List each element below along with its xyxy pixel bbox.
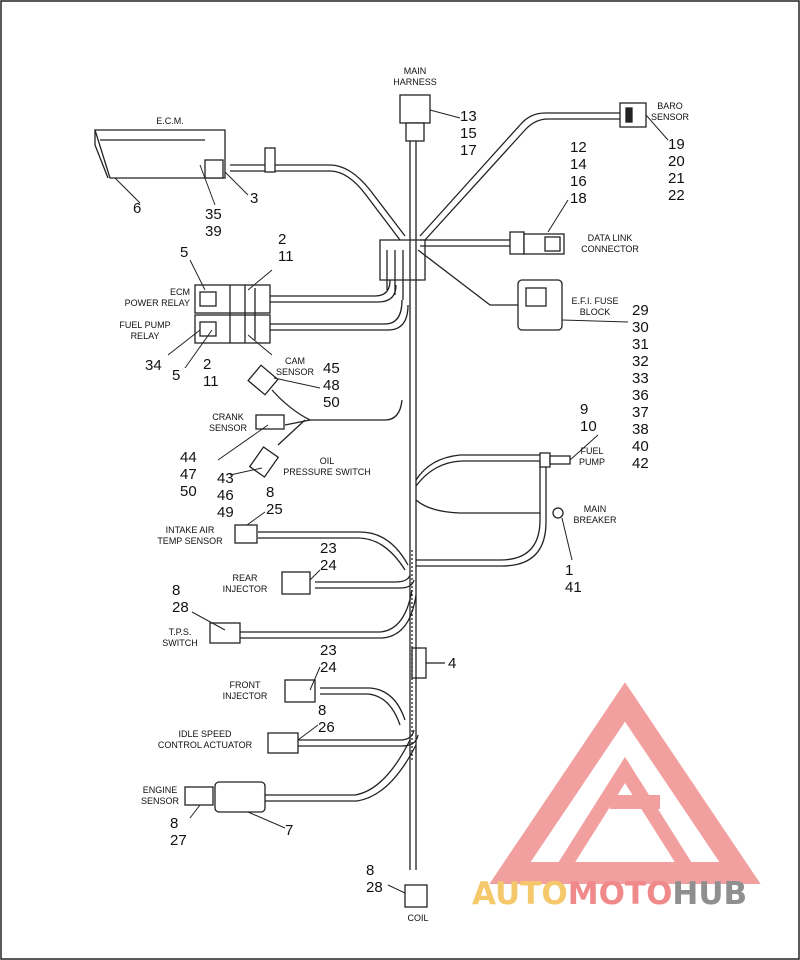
watermark-text: AUTOMOTOHUB: [472, 876, 747, 912]
callout-ecm-conn-b: 3: [250, 190, 259, 207]
callout-engine-sensor-body: 7: [285, 822, 294, 839]
tps-switch-label: T.P.S.SWITCH: [162, 627, 198, 648]
watermark-hub: HUB: [672, 876, 748, 912]
watermark-auto: AUTO: [472, 876, 568, 912]
callout-relay-top-left: 5: [180, 244, 189, 261]
ecm-label: E.C.M.: [156, 116, 184, 126]
watermark-logo: [489, 682, 761, 884]
callout-relay-bottom-mid: 5: [172, 367, 181, 384]
callout-ecm-body: 6: [133, 200, 142, 217]
watermark-moto: MOTO: [567, 876, 673, 912]
callout-clip: 4: [448, 655, 457, 672]
coil-label: COIL: [407, 913, 429, 923]
callout-relay-bottom-left: 34: [145, 357, 162, 374]
